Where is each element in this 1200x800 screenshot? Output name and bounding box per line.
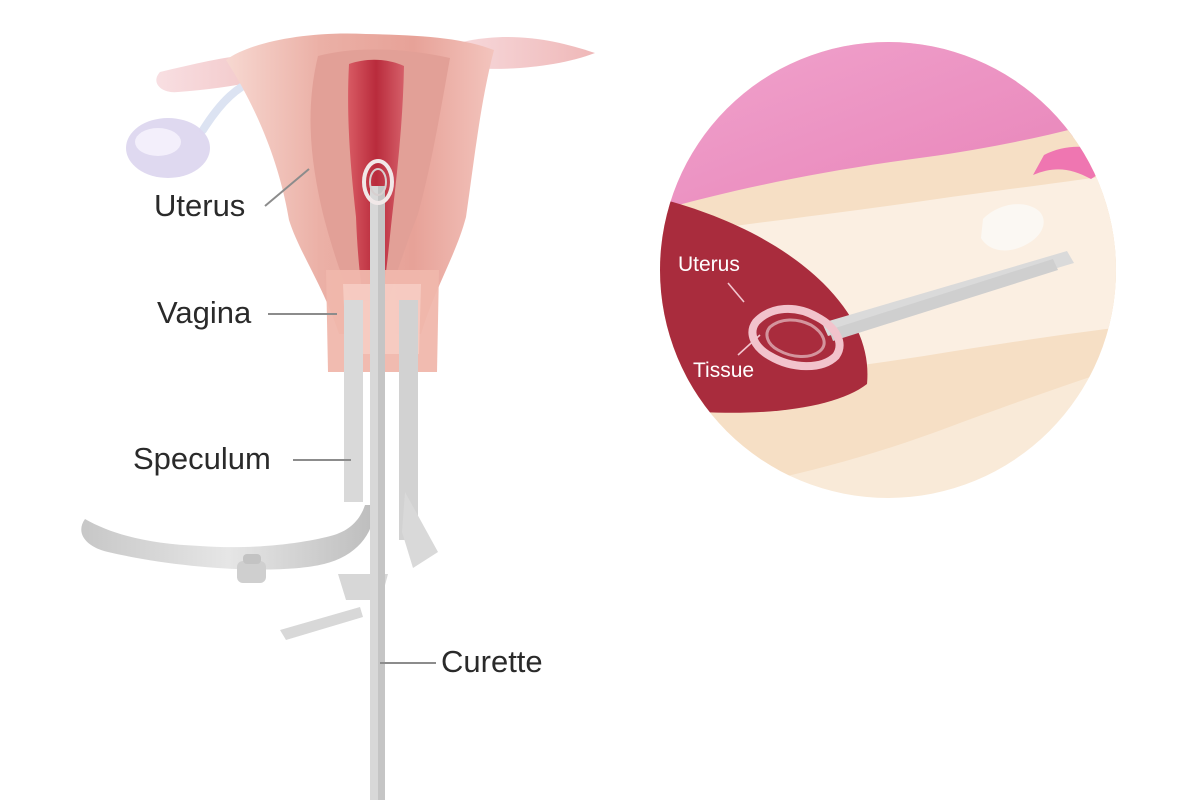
inset-label-tissue: Tissue: [693, 359, 754, 382]
inset-label-uterus: Uterus: [678, 253, 740, 276]
inset-curette-loop-inner: [765, 318, 826, 358]
speculum-instrument: [81, 300, 438, 640]
ovary-highlight: [135, 128, 181, 156]
speculum-screw-top: [243, 554, 261, 564]
curette-shaft-shadow: [378, 186, 385, 800]
main-anatomy-illustration: [81, 33, 595, 800]
speculum-blade-right: [399, 300, 418, 540]
speculum-blade-left: [344, 300, 363, 502]
uterine-cavity: [348, 59, 404, 292]
speculum-lower-arm: [280, 607, 363, 640]
curette-loop-outer: [362, 159, 394, 205]
label-speculum: Speculum: [133, 441, 271, 476]
inset-curette-loop: [748, 304, 844, 371]
main-labels: Uterus Vagina Speculum Curette: [133, 168, 543, 679]
speculum-screw: [237, 561, 266, 583]
label-vagina: Vagina: [157, 295, 252, 330]
label-uterus: Uterus: [154, 188, 245, 223]
inset-labels: Uterus Tissue: [678, 253, 761, 382]
inset-curette-shaft: [829, 259, 1058, 341]
inset-leader-tissue: [737, 334, 761, 356]
inset-uterus-tissue: [660, 196, 868, 413]
inset-detail: Uterus Tissue: [660, 42, 1116, 498]
speculum-handle: [81, 505, 376, 570]
curette-loop-inner: [369, 168, 387, 196]
label-curette: Curette: [441, 644, 543, 679]
inset-white-cap: [981, 204, 1044, 251]
speculum-right-support: [402, 492, 438, 568]
leader-uterus: [264, 168, 310, 207]
curette-instrument: [362, 159, 394, 800]
inset-leader-uterus: [727, 282, 745, 303]
